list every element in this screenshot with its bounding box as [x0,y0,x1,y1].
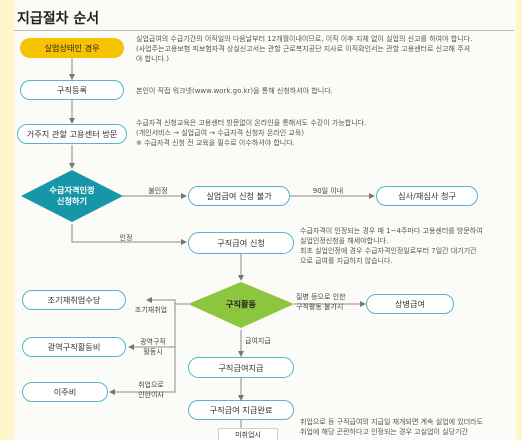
node-denied: 실업급여 신청 불가 [188,186,290,206]
edge-label-early: 조기재취업 [134,306,168,314]
edge-label-within90: 90일 이내 [312,187,344,195]
page-title: 지급절차 순서 [17,11,100,27]
desc-job-seeker-apply: 수급자격이 인정되는 경우 매 1~4주마다 고용센터를 방문하여 실업인정신청… [300,227,483,265]
eligibility-diamond [21,170,123,222]
node-injury-sick: 상병급여 [366,294,454,314]
node-unfinished: 미취업시 [218,428,278,440]
edge-label-job-pay: 급여지급 [245,337,271,345]
left-edge-strip [0,0,14,440]
node-early-reemploy: 조기재취업수당 [22,290,126,310]
node-relocation: 이주비 [22,382,108,402]
edge-label-wide-area: 광역구직 활동시 [140,338,166,356]
node-review: 심사/재심사 청구 [376,186,478,206]
desc-unemployed: 실업급여의 수급기간의 이직일의 다음날부터 12개월이내이므로, 이직 이후 … [136,35,473,63]
edge-label-denied: 불인정 [148,187,168,195]
node-pay-end: 구직급여 지급완료 [188,400,294,420]
edge-label-relocation: 취업으로 인한이사 [138,381,164,399]
node-job-seeker-apply: 구직급여 신청 [188,232,294,254]
node-job-register: 구직등록 [20,80,124,100]
node-job-activity: 구직활동 [225,299,257,309]
node-eligibility: 수급자격인정 신청하기 [49,185,95,206]
edge-label-injury: 질병 등으로 인한 구직활동 불가시 [296,293,346,311]
desc-local-center: 수급자격 신청교육은 고용센터 방문없이 온라인을 통해서도 수강이 가능합니다… [136,119,367,147]
title-divider [14,30,514,31]
arrow-activity-to-early [146,297,191,305]
edge-label-approved: 인정 [119,234,133,242]
node-local-center: 거주지 관할 고용센터 방문 [17,124,127,144]
node-unemployed: 실업상태인 경우 [20,38,124,58]
node-job-pay: 구직급여지급 [188,357,294,378]
arrow-eligibility-to-apply [71,224,187,245]
right-edge-strip [516,0,522,440]
node-wide-area: 광역구직활동비 [22,337,126,357]
job-activity-diamond [188,282,294,328]
arrow-activity-to-relocation [109,347,176,395]
desc-job-register: 본인이 직접 워크넷(www.work.go.kr)을 통해 신청하셔야 합니다… [136,87,333,95]
desc-unfinished: 취업으로 등 구직급여의 지급일 재개되면 계속 실업에 있더라도 취업에 해당… [300,418,484,436]
